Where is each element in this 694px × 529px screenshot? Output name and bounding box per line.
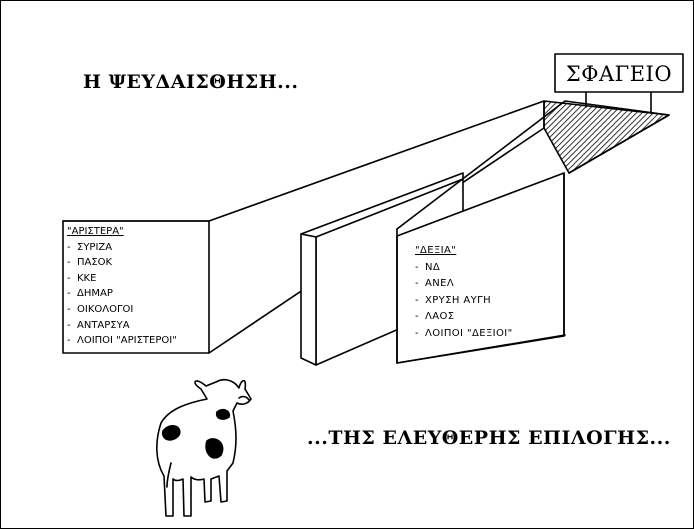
sign-text: ΣΦΑΓΕΙΟ <box>565 62 673 86</box>
right-wall <box>396 100 670 364</box>
left-list-heading: "ΑΡΙΣΤΕΡΑ" <box>67 226 124 237</box>
caption-top: Η ΨΕΥΔΑΙΣΘΗΣΗ... <box>83 71 299 93</box>
list-item: -ΝΔ <box>415 261 441 273</box>
list-item: -ΠΑΣΟΚ <box>67 257 113 269</box>
right-parties-list: "ΔΕΞΙΑ" -ΝΔ -ΑΝΕΛ -ΧΡΥΣΗ ΑΥΓΗ -ΛΑΟΣ -ΛΟΙ… <box>415 243 513 342</box>
slaughterhouse-entrance <box>543 100 670 174</box>
right-list-heading: "ΔΕΞΙΑ" <box>415 245 457 256</box>
list-item: -ΛΟΙΠΟΙ "ΔΕΞΙΟΙ" <box>415 327 513 339</box>
list-item: -ΑΝΤΑΡΣΥΑ <box>67 319 130 331</box>
list-item: -ΟΙΚΟΛΟΓΟΙ <box>67 303 134 315</box>
list-item: -ΧΡΥΣΗ ΑΥΓΗ <box>415 294 492 306</box>
list-item: -ΔΗΜΑΡ <box>67 288 113 300</box>
list-item: -ΚΚΕ <box>67 272 97 284</box>
caption-bottom: ...ΤΗΣ ΕΛΕΥΘΕΡΗΣ ΕΠΙΛΟΓΗΣ... <box>307 427 671 449</box>
left-parties-list: "ΑΡΙΣΤΕΡΑ" -ΣΥΡΙΖΑ -ΠΑΣΟΚ -ΚΚΕ -ΔΗΜΑΡ -Ο… <box>67 224 177 349</box>
list-item: -ΑΝΕΛ <box>415 278 455 289</box>
slaughterhouse-sign <box>554 53 684 114</box>
list-item: -ΣΥΡΙΖΑ <box>67 241 113 253</box>
cow-illustration <box>156 378 252 517</box>
list-item: -ΛΑΟΣ <box>415 311 455 322</box>
list-item: -ΛΟΙΠΟΙ "ΑΡΙΣΤΕΡΟΙ" <box>67 335 177 347</box>
